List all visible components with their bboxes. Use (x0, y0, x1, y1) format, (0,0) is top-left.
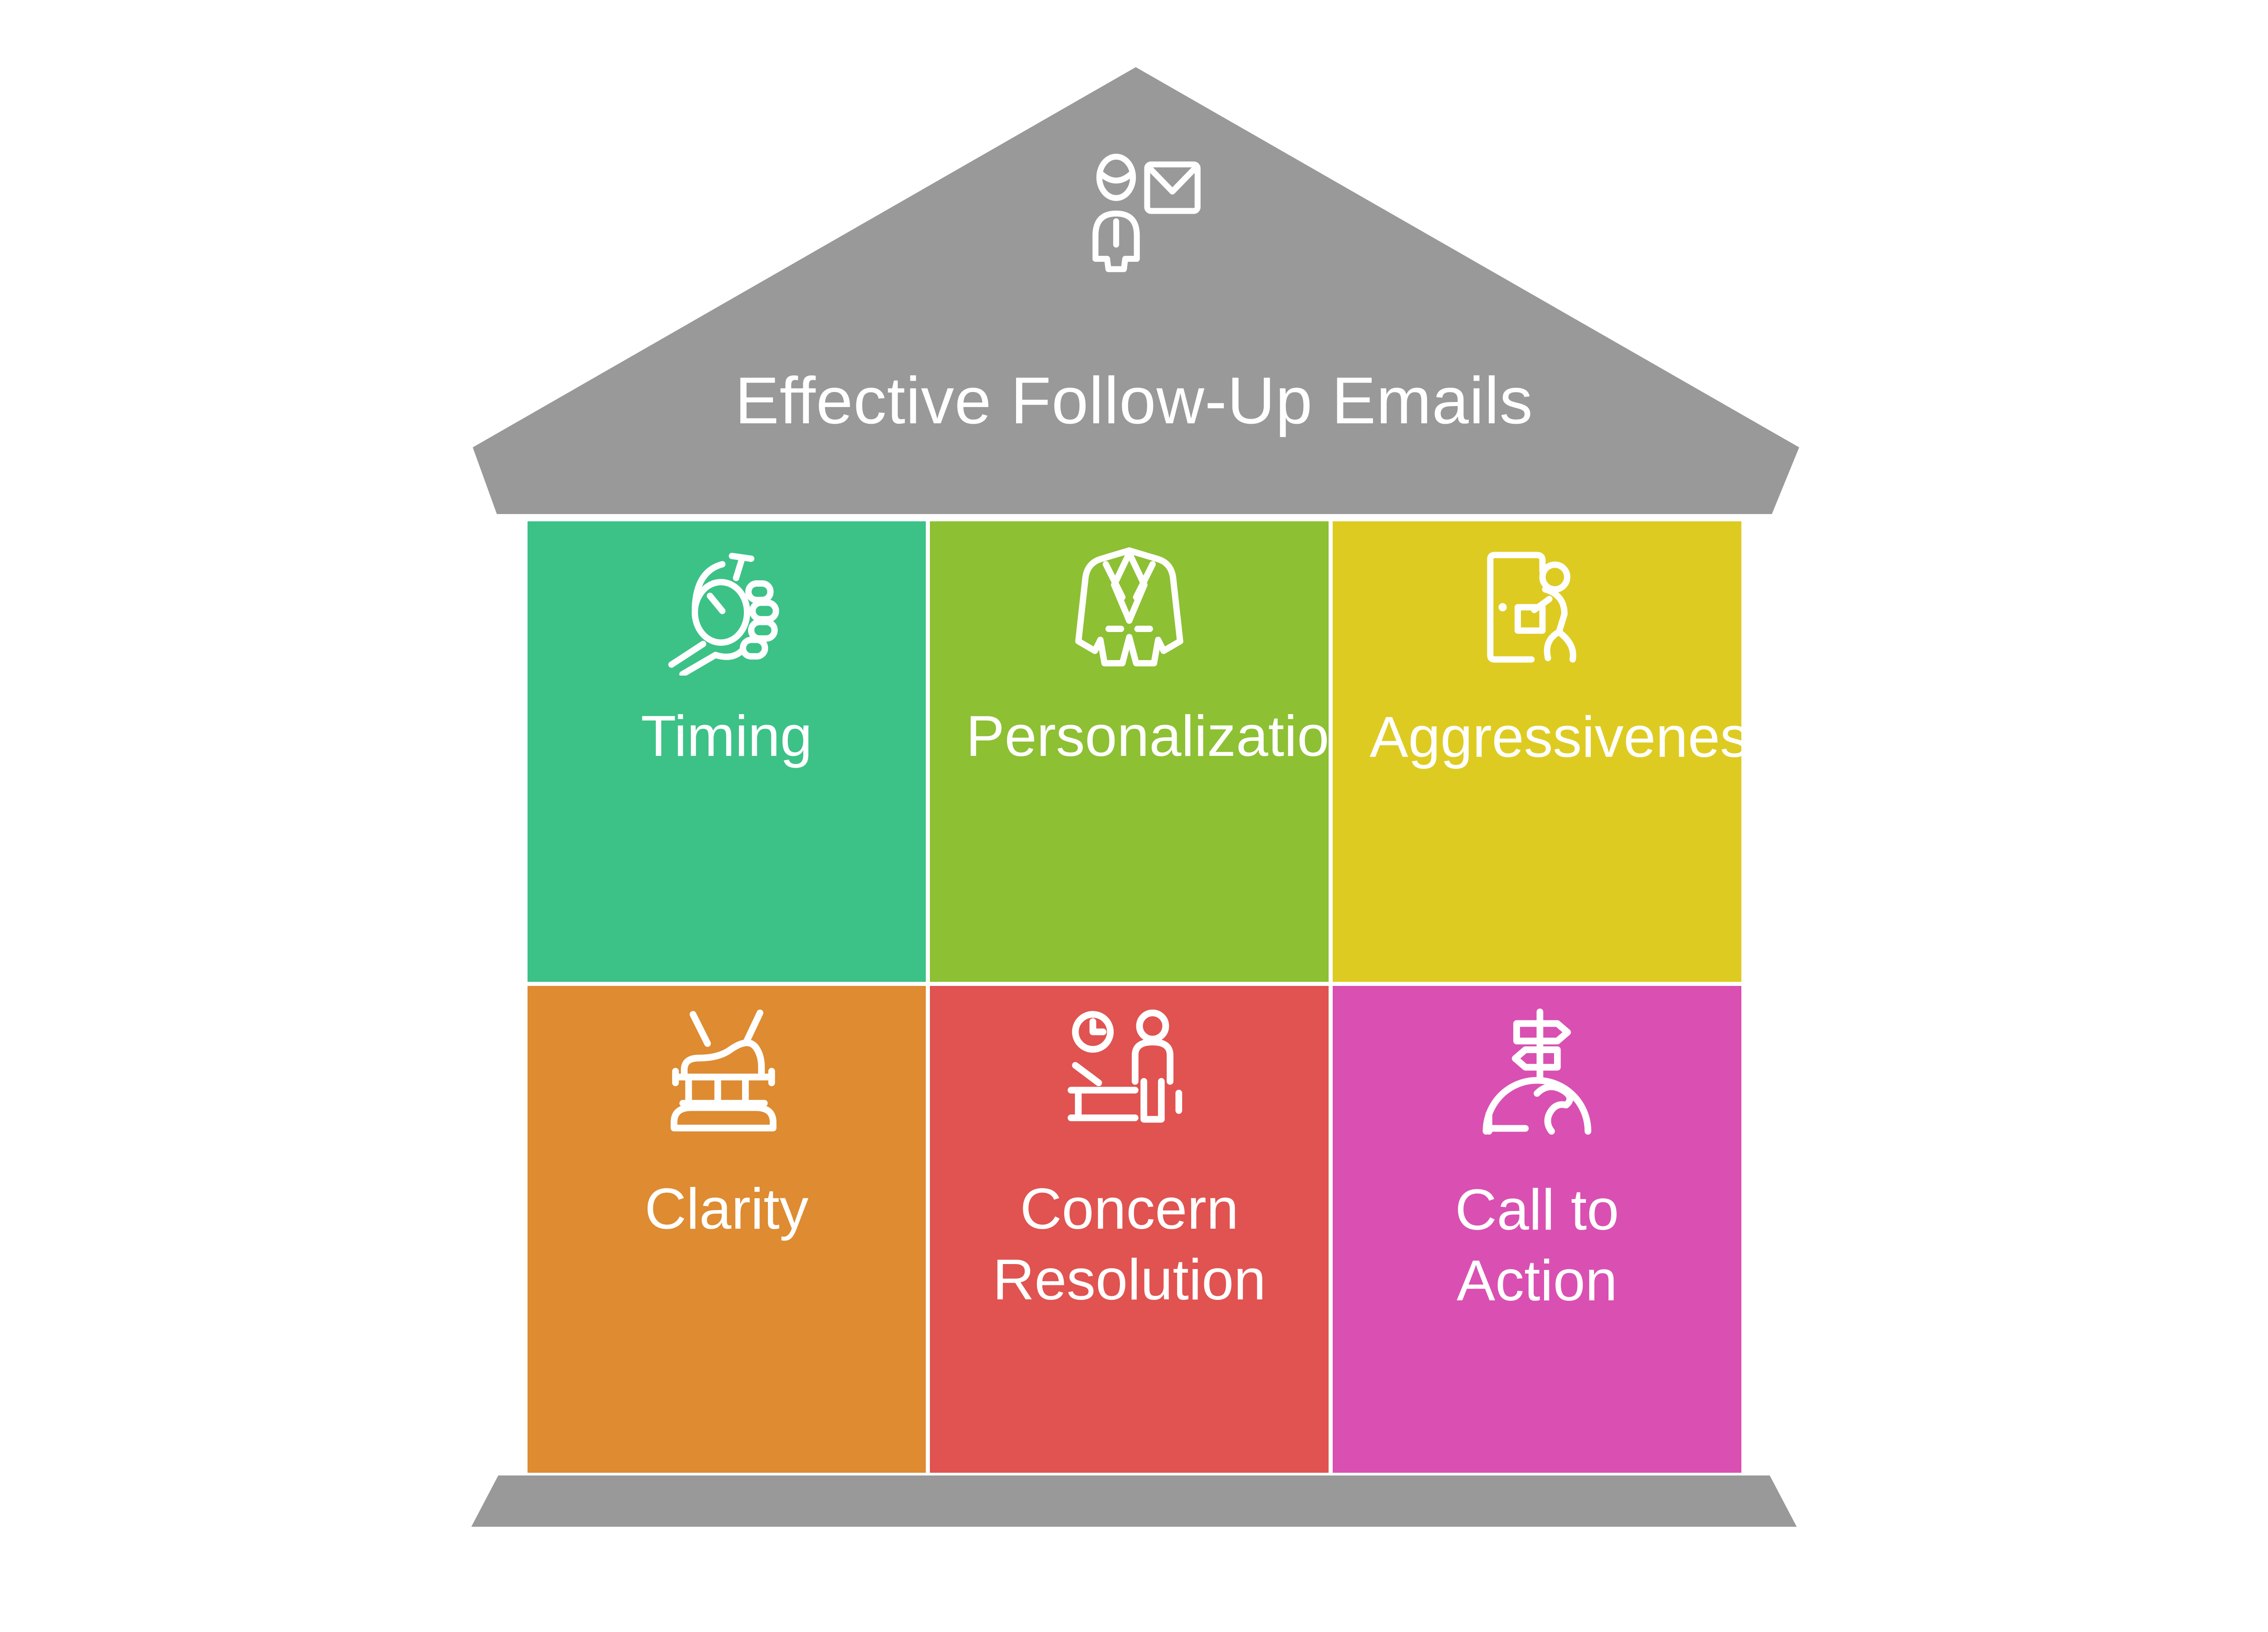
page-title: Effective Follow-Up Emails (735, 363, 1533, 437)
cell-label-concern-resolution: Concern Resolution (992, 1177, 1266, 1312)
cell-label-personalization: Personalization (966, 704, 1362, 769)
cell-label-aggressiveness: Aggressiveness (1369, 705, 1778, 770)
stopwatch-hand-icon (658, 538, 795, 678)
consultation-couch-icon (1056, 1003, 1202, 1148)
cell-call-to-action: Call to Action (1333, 986, 1741, 1473)
cell-clarity: Clarity (527, 986, 926, 1473)
cell-aggressiveness: Aggressiveness (1333, 521, 1778, 982)
door-exit-icon (1468, 539, 1606, 676)
cell-personalization: Personalization (930, 521, 1362, 982)
roof-shape (473, 67, 1799, 514)
person-mail-icon (1079, 116, 1208, 299)
base-shape (471, 1475, 1797, 1527)
drum-signal-icon (654, 1003, 799, 1148)
cell-label-timing: Timing (640, 704, 812, 769)
cell-label-call-to-action: Call to Action (1455, 1178, 1619, 1313)
house-grid: Timing Personalization (527, 521, 1778, 1473)
cell-label-clarity: Clarity (645, 1177, 809, 1242)
blazer-icon (1061, 538, 1198, 676)
cell-timing: Timing (527, 521, 926, 982)
signpost-globe-icon (1464, 1003, 1610, 1149)
cell-concern-resolution: Concern Resolution (930, 986, 1329, 1473)
